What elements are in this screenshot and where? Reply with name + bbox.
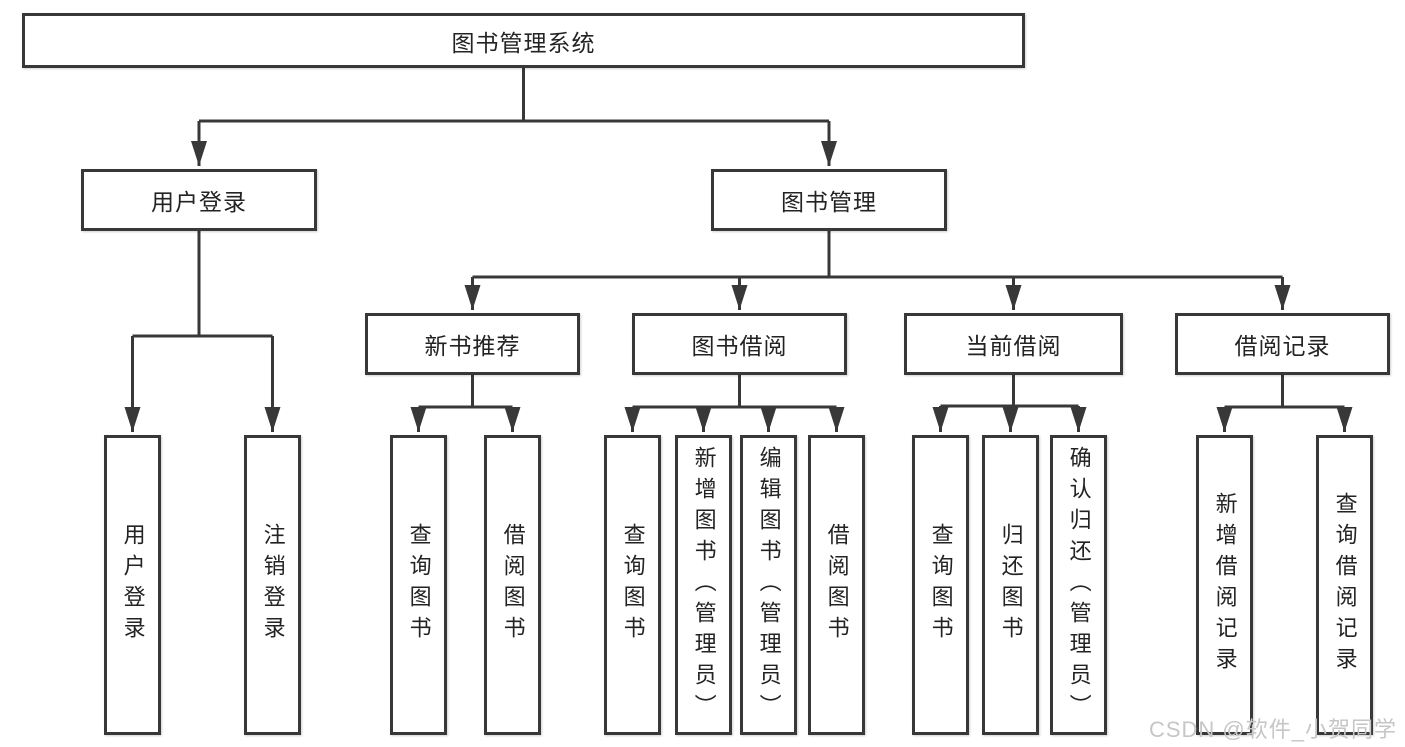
leaf-query-books-current: 查询图书 xyxy=(912,435,969,735)
leaf-query-borrow-record: 查询借阅记录 xyxy=(1316,435,1373,735)
node-book-borrowing: 图书借阅 xyxy=(632,313,847,375)
node-current-borrowing: 当前借阅 xyxy=(904,313,1123,375)
node-book-management: 图书管理 xyxy=(711,169,947,231)
leaf-confirm-return-admin: 确认归还（管理员） xyxy=(1050,435,1107,735)
leaf-borrow-books-recommend: 借阅图书 xyxy=(484,435,541,735)
leaf-user-login: 用户登录 xyxy=(104,435,161,735)
leaf-query-books-recommend: 查询图书 xyxy=(390,435,447,735)
leaf-borrow-books-borrowing: 借阅图书 xyxy=(808,435,865,735)
leaf-query-books-borrowing: 查询图书 xyxy=(604,435,661,735)
csdn-watermark: CSDN @软件_小贺同学 xyxy=(1148,717,1397,742)
leaf-edit-book-admin: 编辑图书（管理员） xyxy=(740,435,797,735)
leaf-add-book-admin: 新增图书（管理员） xyxy=(675,435,732,735)
leaf-logout: 注销登录 xyxy=(244,435,301,735)
node-new-book-recommend: 新书推荐 xyxy=(365,313,580,375)
node-library-system: 图书管理系统 xyxy=(22,13,1025,68)
leaf-return-book: 归还图书 xyxy=(982,435,1039,735)
leaf-add-borrow-record: 新增借阅记录 xyxy=(1196,435,1253,735)
node-borrowing-records: 借阅记录 xyxy=(1175,313,1390,375)
node-user-login: 用户登录 xyxy=(81,169,317,231)
